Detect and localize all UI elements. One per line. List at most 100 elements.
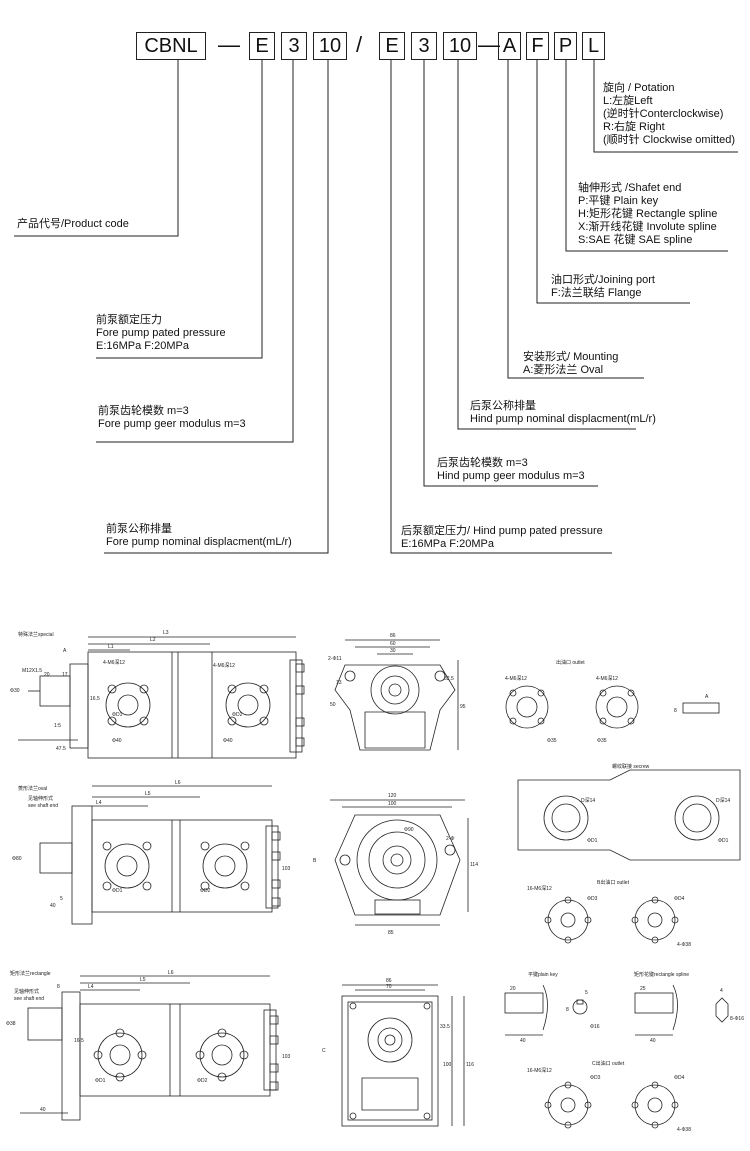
of-b: B	[313, 858, 317, 864]
rect-165: 16.5	[74, 1038, 84, 1044]
code-box-mounting: A	[498, 32, 521, 60]
special-20: 20	[44, 672, 50, 678]
leader-lines	[14, 59, 738, 554]
plain-key-8: 8	[566, 1007, 569, 1013]
screw-d4: D深14	[716, 797, 730, 804]
oval-shaft: Φ80	[12, 856, 22, 862]
leader-mounting	[507, 59, 644, 379]
rect-spline-25: 25	[640, 986, 646, 992]
special-17: 17	[62, 672, 68, 678]
drawing-oval-side	[39, 785, 281, 925]
drawing-rect-front	[341, 984, 465, 1127]
leader-port	[536, 59, 690, 304]
outlet-title: 出油口 outlet	[556, 659, 585, 666]
rect-title: 矩形法兰rectangle	[10, 970, 51, 977]
label-fore-displacement: 前泵公称排量 Fore pump nominal displacment(mL/…	[106, 523, 292, 549]
oval-L6: L6	[175, 780, 181, 786]
rf-86: 86	[386, 978, 392, 984]
leader-rotation	[593, 59, 738, 153]
rf-335: 33.5	[440, 1024, 450, 1030]
shaft-title: 轴伸形式 /Shafet end	[578, 182, 682, 194]
label-shaft: 轴伸形式 /Shafet end P:平键 Plain key H:矩形花键 R…	[578, 182, 717, 247]
separator-dash-2: —	[478, 32, 500, 57]
mounting-a: A:菱形法兰 Oval	[523, 364, 604, 376]
b-outlet-bolt: 16-M6深12	[527, 885, 552, 892]
drawing-screw	[517, 769, 741, 861]
label-mounting: 安装形式/ Mounting A:菱形法兰 Oval	[523, 351, 618, 377]
oval-5: 5	[60, 896, 63, 902]
oval-o1: ΦD1	[112, 888, 123, 894]
rect-L6: L6	[168, 970, 174, 976]
product-code-text: 产品代号/Product code	[17, 218, 129, 230]
fore-mod-title: 前泵齿轮模数 m=3	[98, 405, 189, 417]
code-box-hind-displacement: 10	[443, 32, 477, 60]
outlet-d1: Φ35	[547, 738, 557, 744]
fore-press-title: 前泵额定压力	[96, 314, 162, 326]
rf-100: 100	[443, 1062, 452, 1068]
fore-mod-en: Fore pump geer modulus m=3	[98, 418, 246, 430]
rf-116: 116	[466, 1062, 474, 1068]
oval-103: 103	[282, 866, 291, 872]
leader-fore-modulus	[96, 59, 294, 443]
rect-o1: ΦD1	[95, 1078, 106, 1084]
fore-press-en: Fore pump pated pressure	[96, 327, 226, 339]
leader-hind-displacement	[457, 59, 636, 430]
screw-d3: D深14	[581, 797, 595, 804]
special-bolt2: 4-M6深12	[213, 662, 235, 669]
shaft-h: H:矩形花键 Rectangle spline	[578, 208, 718, 220]
sf-30: 30	[390, 648, 396, 654]
special-d2: Φ40	[223, 738, 233, 744]
rect-40: 40	[40, 1107, 46, 1113]
b-outlet-d4: ΦD4	[674, 896, 685, 902]
label-rotation: 旋向 / Potation L:左旋Left (逆时针Conterclockwi…	[603, 82, 735, 147]
port-f: F:法兰联结 Flange	[551, 287, 642, 299]
rotation-left-desc: (逆时针Conterclockwise)	[603, 108, 724, 120]
plain-key-title: 平键plain key	[528, 971, 558, 978]
outlet-k: 8	[674, 708, 677, 714]
rect-see: 见轴伸形式	[14, 988, 39, 995]
rect-103: 103	[282, 1054, 291, 1060]
label-port: 油口形式/Joining port F:法兰联结 Flange	[551, 274, 655, 300]
drawing-c-outlet	[544, 1081, 679, 1129]
rf-70: 70	[386, 984, 392, 990]
shaft-p: P:平键 Plain key	[578, 195, 659, 207]
leader-shaft	[565, 59, 728, 252]
c-outlet-bolt: 16-M6深12	[527, 1067, 552, 1074]
special-len: 47.5	[56, 746, 66, 752]
drawing-special-front	[334, 639, 459, 751]
b-outlet-title: B出油口 outlet	[597, 879, 630, 886]
label-hind-displacement: 后泵公称排量 Hind pump nominal displacment(mL/…	[470, 400, 656, 426]
fore-disp-title: 前泵公称排量	[106, 523, 172, 535]
port-title: 油口形式/Joining port	[551, 274, 655, 286]
special-o2: ΦD2	[232, 712, 243, 718]
sf-325: 32.5	[444, 676, 454, 682]
plain-key-tol: Φ16	[590, 1024, 600, 1030]
drawing-b-outlet	[544, 896, 679, 944]
fore-press-values: E:16MPa F:20MPa	[96, 340, 189, 352]
special-title: 特殊法兰special	[18, 631, 54, 638]
fore-disp-en: Fore pump nominal displacment(mL/r)	[106, 536, 292, 548]
special-d1: Φ40	[112, 738, 122, 744]
rect-8: 8	[57, 984, 60, 990]
oval-see-en: see shaft end	[28, 803, 58, 809]
shaft-s: S:SAE 花键 SAE spline	[578, 234, 693, 246]
leader-hind-pressure	[390, 59, 612, 554]
c-outlet-title: C出油口 outlet	[592, 1060, 625, 1067]
sf-holes: 2-Φ11	[328, 656, 342, 662]
special-o1: ΦD1	[112, 712, 123, 718]
rect-see-en: see shaft end	[14, 996, 44, 1002]
rect-L4: L4	[88, 984, 94, 990]
special-a: A	[63, 648, 67, 654]
special-L1: L1	[108, 644, 114, 650]
of-114: 114	[470, 862, 478, 868]
special-bolt1: 4-M6深12	[103, 659, 125, 666]
rotation-title: 旋向 / Potation	[603, 82, 675, 94]
code-box-hind-pressure: E	[379, 32, 405, 60]
drawing-special-side	[18, 636, 305, 759]
leader-product	[14, 59, 179, 237]
oval-L4: L4	[96, 800, 102, 806]
drawing-rect-spline	[634, 984, 729, 1036]
code-box-series: CBNL	[136, 32, 206, 60]
oval-see: 见轴伸形式	[28, 795, 53, 802]
code-box-fore-modulus: 3	[281, 32, 307, 60]
